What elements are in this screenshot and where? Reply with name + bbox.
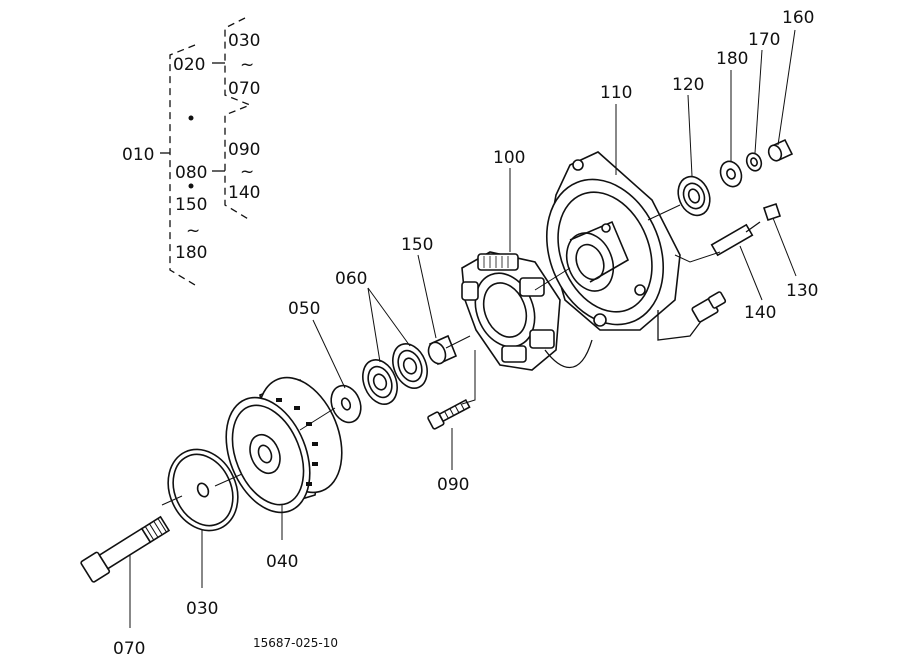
leader-160 — [777, 29, 796, 146]
part-nut-160 — [767, 138, 794, 162]
axis-line — [445, 335, 471, 349]
callout-150: 150 — [401, 235, 433, 255]
callout-030: 030 — [186, 599, 218, 619]
tree-tilde-090: ~ — [240, 162, 254, 182]
callout-090: 090 — [437, 475, 469, 495]
callout-070: 070 — [113, 639, 145, 659]
leader-060-a — [367, 287, 381, 363]
tree-bracket-main — [169, 44, 196, 286]
tree-label-150: 150 — [175, 195, 207, 215]
callout-170: 170 — [748, 30, 780, 50]
part-bolt-070 — [80, 515, 171, 583]
part-stud-140 — [710, 223, 754, 257]
callout-120: 120 — [672, 75, 704, 95]
axis-line — [647, 204, 681, 221]
tree-bracket-sub — [224, 17, 252, 221]
tree-tilde-030: ~ — [240, 55, 254, 75]
axis-lines — [161, 204, 721, 506]
leader-lines — [129, 29, 797, 628]
part-screw-090 — [427, 398, 471, 430]
axis-line — [674, 251, 721, 263]
callout-100: 100 — [493, 148, 525, 168]
part-stator-100 — [461, 251, 593, 371]
leader-150 — [417, 254, 437, 339]
part-washer-180 — [719, 160, 743, 188]
assembly-tree: 010 020 030 ~ 070 080 090 ~ 140 150 ~ 18… — [122, 17, 260, 286]
part-washer-030 — [167, 448, 239, 532]
tree-label-030: 030 — [228, 31, 260, 51]
part-bearing-060-a — [362, 359, 398, 405]
callout-110: 110 — [600, 83, 632, 103]
part-lockwasher-170 — [745, 152, 763, 172]
part-bolt-130 — [745, 202, 782, 233]
callout-180: 180 — [716, 49, 748, 69]
callout-160: 160 — [782, 8, 814, 28]
tree-label-080: 080 — [175, 163, 207, 183]
tree-label-180: 180 — [175, 243, 207, 263]
tree-label-070: 070 — [228, 79, 260, 99]
callout-130: 130 — [786, 281, 818, 301]
part-housing-110 — [545, 151, 727, 341]
leader-170 — [754, 49, 763, 154]
callout-050: 050 — [288, 299, 320, 319]
tree-label-090: 090 — [228, 140, 260, 160]
axis-line — [299, 407, 336, 431]
leader-060-b — [367, 287, 411, 347]
leader-050 — [312, 319, 346, 389]
tree-tilde-150: ~ — [186, 221, 200, 241]
tree-dot — [188, 183, 194, 189]
leader-120 — [687, 94, 693, 177]
tree-dot — [188, 115, 194, 121]
callout-labels: 070 030 040 050 060 150 100 110 120 180 … — [113, 8, 818, 659]
tree-label-010: 010 — [122, 145, 154, 165]
callout-040: 040 — [266, 552, 298, 572]
axis-line — [534, 267, 571, 291]
tree-label-140: 140 — [228, 183, 260, 203]
leader-130 — [772, 217, 797, 277]
axis-line — [161, 495, 183, 506]
part-collar-150 — [427, 334, 458, 366]
part-bearing-120 — [677, 175, 711, 217]
axis-line — [214, 473, 243, 487]
leader-140 — [739, 245, 763, 301]
part-bearing-060-b — [392, 343, 428, 389]
axis-line — [461, 350, 476, 405]
tree-label-020: 020 — [173, 55, 205, 75]
callout-060: 060 — [335, 269, 367, 289]
callout-140: 140 — [744, 303, 776, 323]
drawing-code: 15687-025-10 — [253, 636, 338, 650]
part-rotor-040 — [225, 376, 343, 514]
